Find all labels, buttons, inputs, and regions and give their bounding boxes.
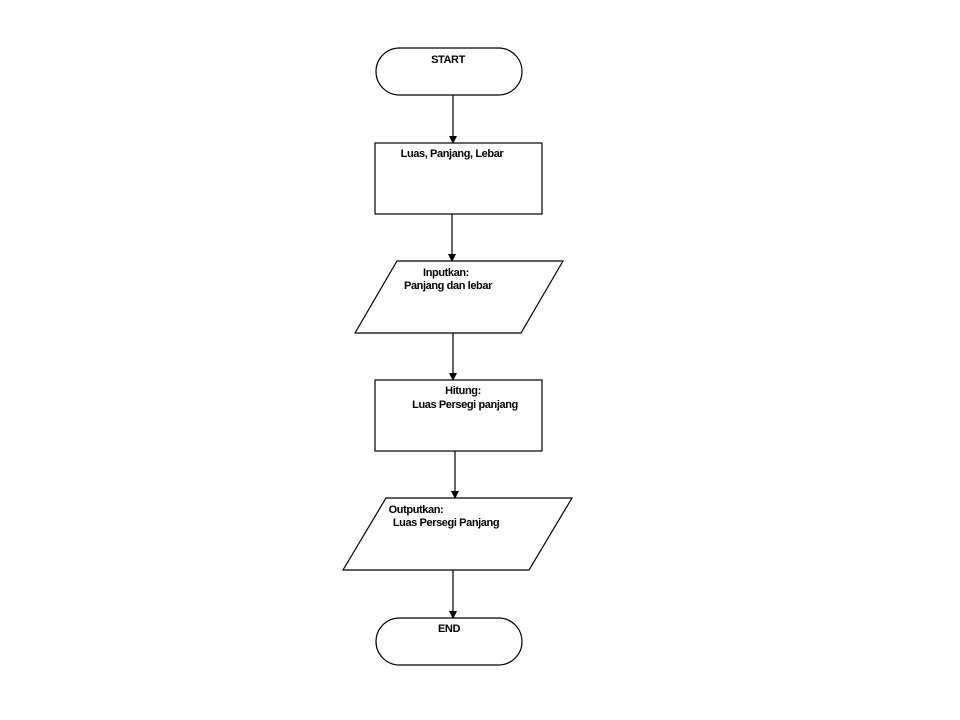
output-shape — [341, 497, 574, 571]
process-label-line2: Luas Persegi panjang — [412, 399, 518, 411]
start-shape — [375, 47, 523, 96]
end-terminator: END — [375, 617, 523, 666]
input-label-line1: Inputkan: — [423, 267, 469, 279]
output-parallelogram: Outputkan: Luas Persegi Panjang — [341, 497, 574, 571]
output-label-line1: Outputkan: — [389, 504, 444, 516]
process-shape — [374, 379, 543, 452]
input-shape — [353, 260, 565, 334]
variables-shape — [374, 142, 543, 215]
variables-box: Luas, Panjang, Lebar — [374, 142, 543, 215]
input-parallelogram: Inputkan: Panjang dan lebar — [353, 260, 565, 334]
output-label-line2: Luas Persegi Panjang — [393, 517, 499, 529]
start-terminator: START — [375, 47, 523, 96]
start-label: START — [431, 54, 466, 66]
end-label: END — [438, 623, 460, 635]
process-label-line1: Hitung: — [445, 385, 481, 397]
end-shape — [375, 617, 523, 666]
input-label-line2: Panjang dan lebar — [404, 280, 493, 292]
variables-label: Luas, Panjang, Lebar — [401, 148, 505, 160]
process-box: Hitung: Luas Persegi panjang — [374, 379, 543, 452]
